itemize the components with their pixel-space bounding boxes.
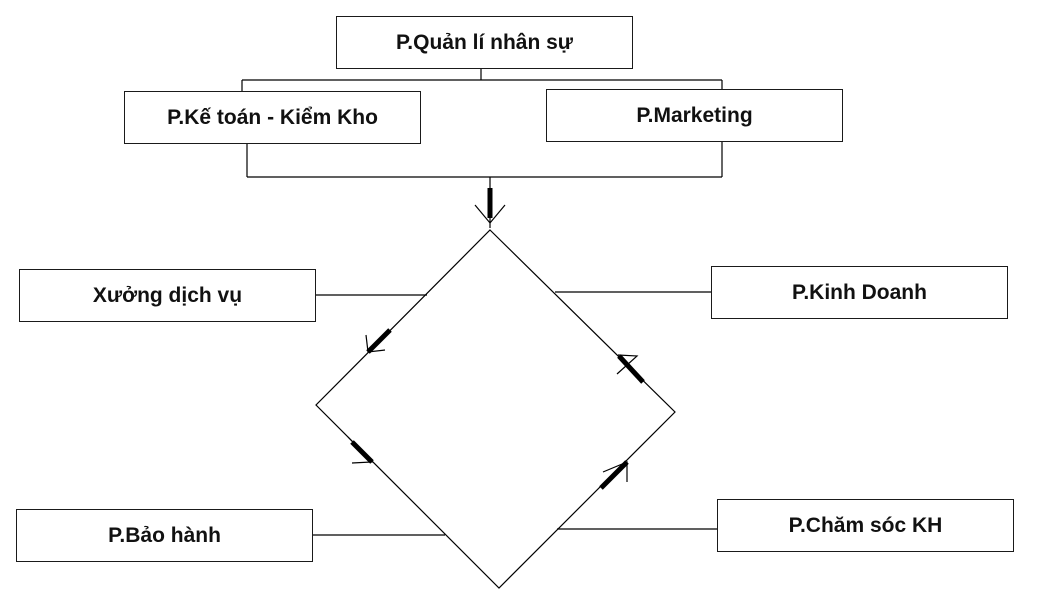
arrow-head-upper-right <box>616 354 639 375</box>
process-diamond <box>315 229 676 589</box>
node-sales: P.Kinh Doanh <box>711 266 1008 319</box>
node-workshop: Xưởng dịch vụ <box>19 269 316 322</box>
node-customer-care: P.Chăm sóc KH <box>717 499 1014 552</box>
node-marketing: P.Marketing <box>546 89 843 142</box>
node-hr: P.Quản lí nhân sự <box>336 16 633 69</box>
node-warranty: P.Bảo hành <box>16 509 313 562</box>
arrow-mark-upper-left <box>366 328 392 354</box>
arrow-mark-lower-right <box>599 460 629 490</box>
arrow-head-to-diamond <box>474 204 506 224</box>
node-marketing-label: P.Marketing <box>636 103 753 127</box>
node-sales-label: P.Kinh Doanh <box>792 280 927 304</box>
arrow-mark-upper-right <box>617 354 645 384</box>
node-customer-care-label: P.Chăm sóc KH <box>788 513 943 537</box>
node-warranty-label: P.Bảo hành <box>108 523 221 547</box>
arrow-mark-lower-left <box>350 440 374 464</box>
node-accounting: P.Kế toán - Kiểm Kho <box>124 91 421 144</box>
node-hr-label: P.Quản lí nhân sự <box>395 30 574 54</box>
node-accounting-label: P.Kế toán - Kiểm Kho <box>167 105 378 129</box>
node-workshop-label: Xưởng dịch vụ <box>92 283 243 307</box>
